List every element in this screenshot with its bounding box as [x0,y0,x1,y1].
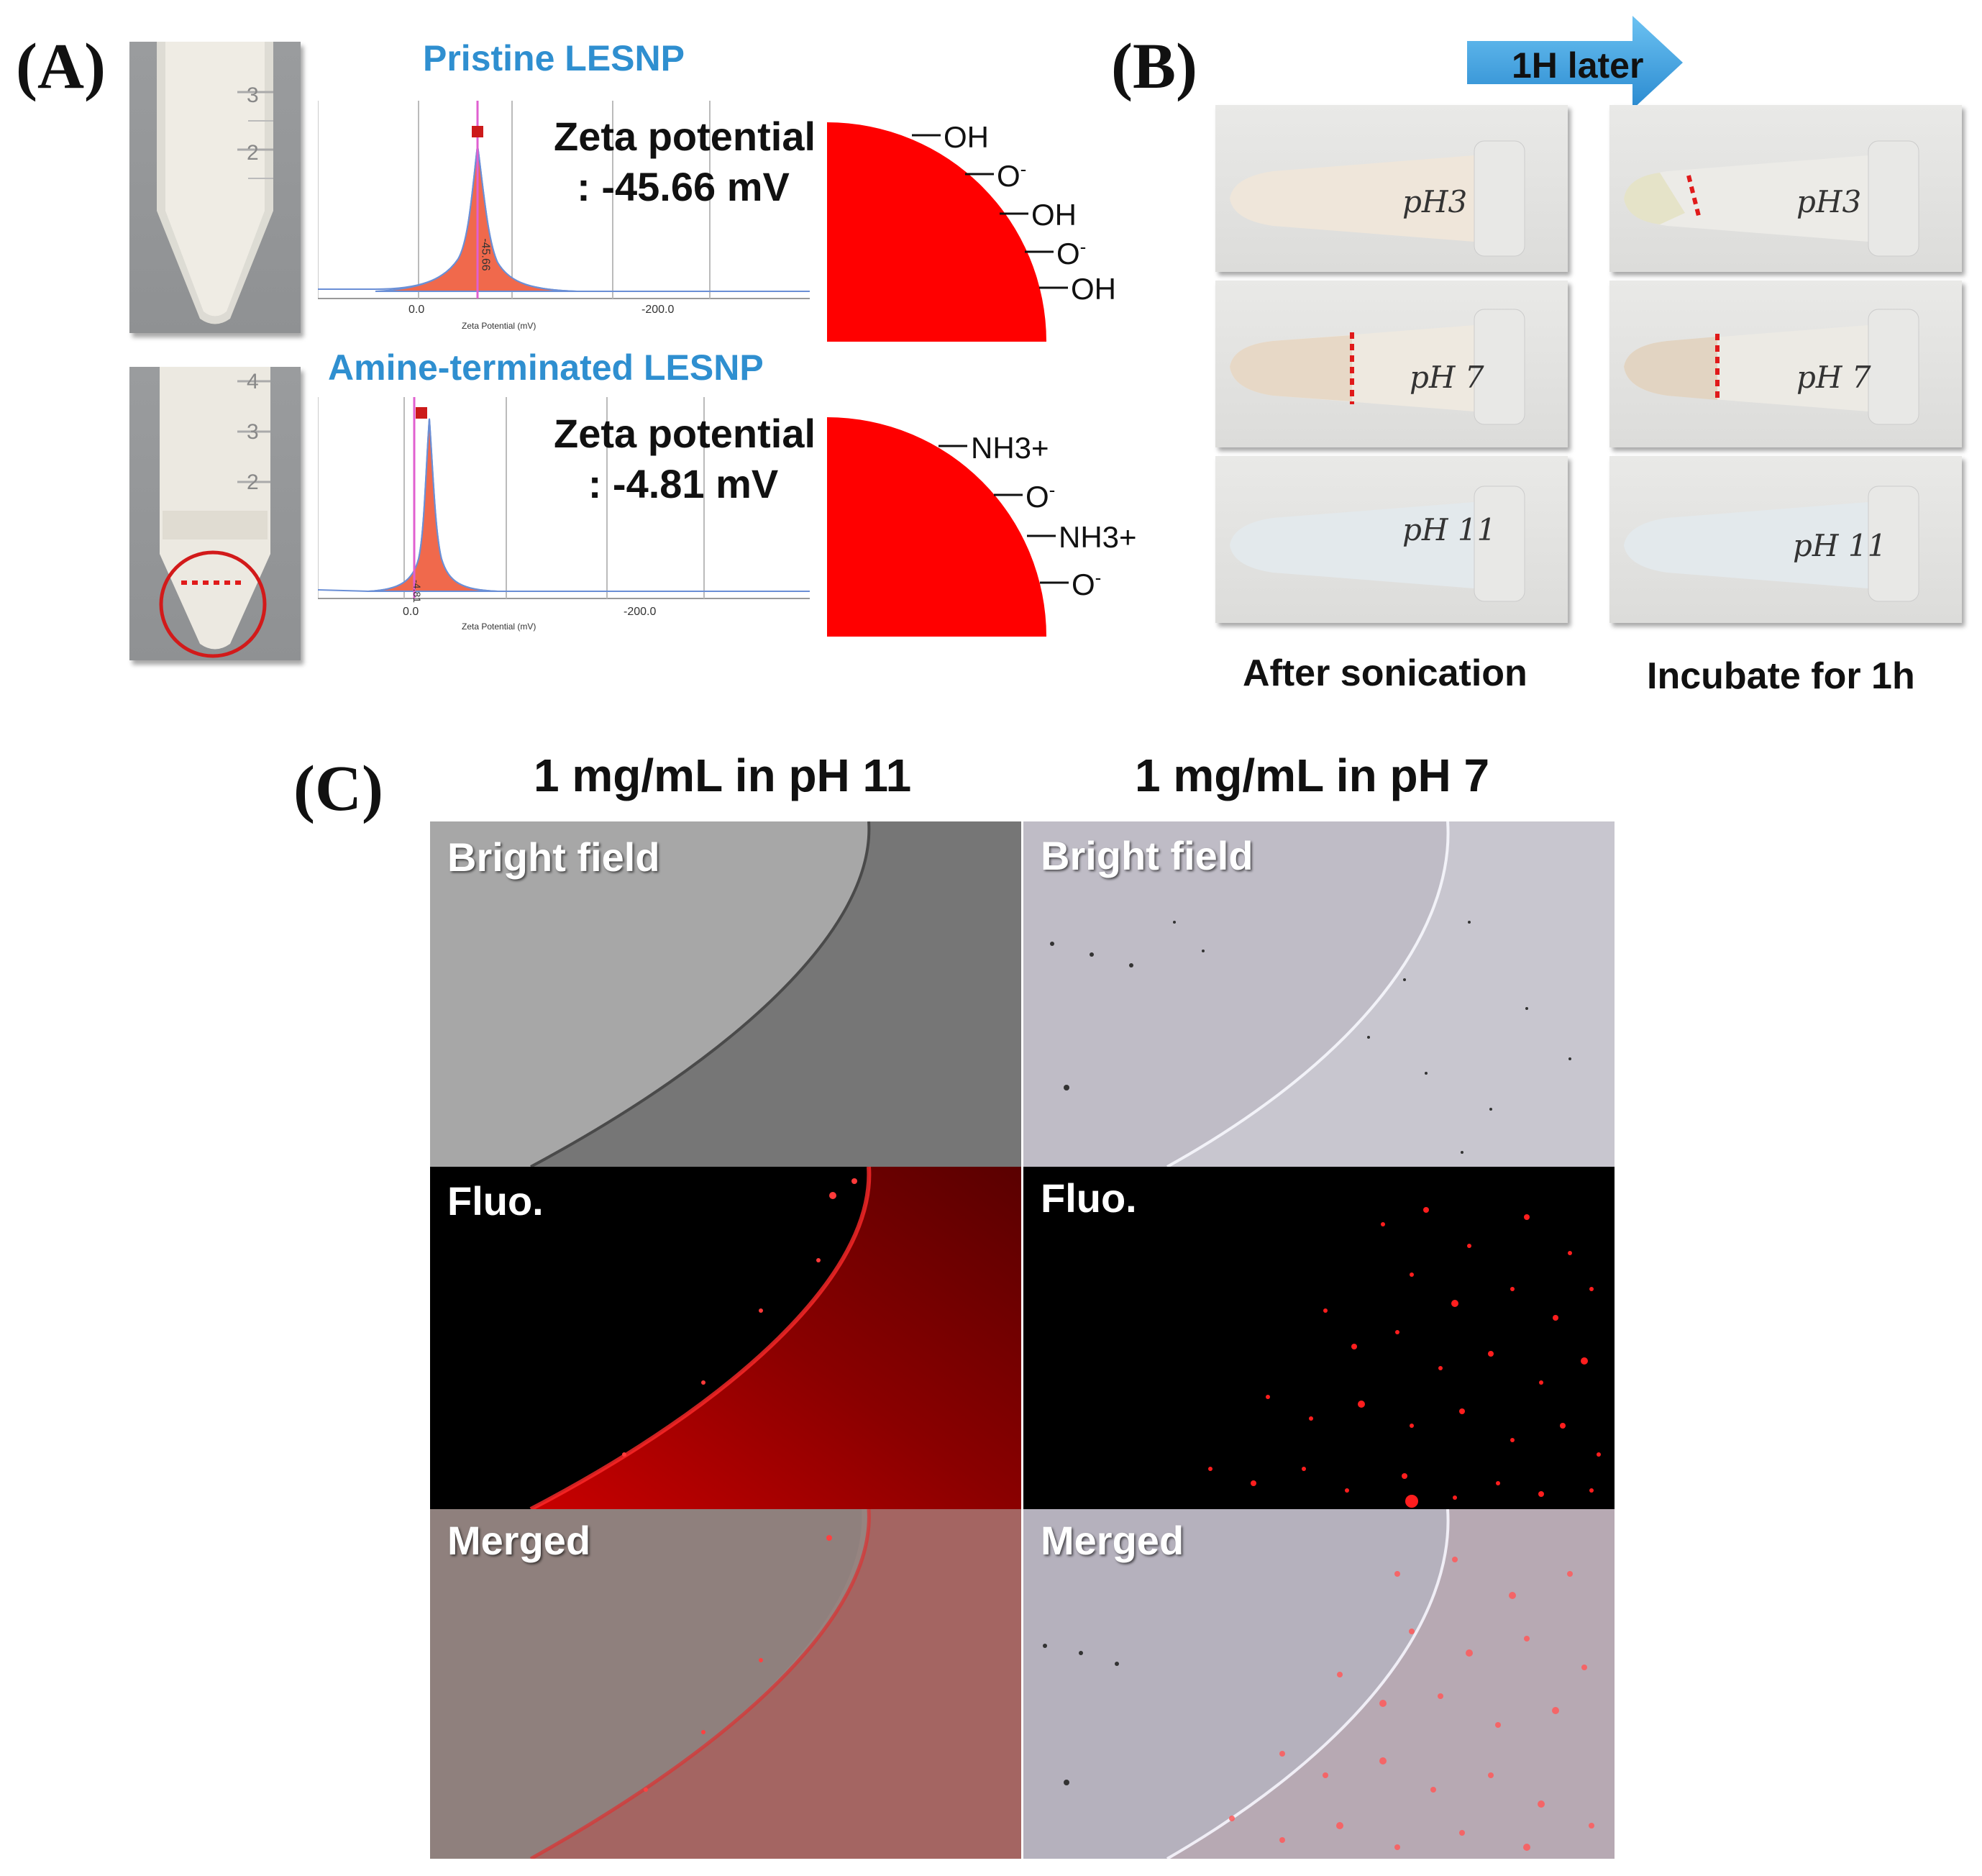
label-fluo-ph7: Fluo. [1041,1175,1137,1221]
pristine-xaxis-title: Zeta Potential (mV) [462,321,536,331]
pristine-group-1: OH [944,120,989,154]
tube-mark-2: 2 [247,141,259,165]
micro-fluo-ph7: Fluo. [1023,1167,1615,1509]
caption-after-sonication: After sonication [1243,652,1527,694]
precipitate-circle [159,550,267,658]
amine-particle: NH3+ O- NH3+ O- [827,417,1137,637]
arrow-text: 1H later [1512,45,1644,86]
amine-zeta-text: Zeta potential : -4.81 mV [554,409,816,509]
label-bright-ph11: Bright field [447,834,660,880]
label-merged-ph7: Merged [1041,1518,1184,1563]
micro-fluo-ph11: Fluo. [430,1167,1021,1509]
label-bright-ph7: Bright field [1041,833,1253,878]
amine-group-2: O- [1026,479,1056,514]
caption-incubate: Incubate for 1h [1647,655,1915,697]
tube-photo-amine: 4 3 2 [129,367,301,660]
pristine-zeta-line1: Zeta potential [554,114,816,159]
micro-bright-ph7: Bright field [1023,821,1615,1167]
amine-title: Amine-terminated LESNP [328,347,764,388]
tube-label-ph3-incubate: pH3 [1796,184,1862,219]
pristine-particle: OH O- OH O- OH [827,122,1129,342]
col-title-ph7: 1 mg/mL in pH 7 [1135,750,1490,801]
tube-ph11-after: pH 11 [1215,456,1568,623]
micro-bright-ph11: Bright field [430,821,1021,1167]
tube-label-ph3-after: pH3 [1402,184,1468,219]
pristine-group-4: O- [1056,236,1087,270]
pristine-group-2: O- [997,158,1027,193]
amine-xaxis-title: Zeta Potential (mV) [462,621,536,632]
amine-zeta-line1: Zeta potential [554,411,816,456]
amine-tick-0: 0.0 [403,606,419,618]
pristine-zeta-text: Zeta potential : -45.66 mV [554,111,816,212]
amine-group-4: O- [1072,567,1102,601]
pristine-tick-200: -200.0 [641,304,675,316]
time-arrow: 1H later [1467,16,1683,109]
label-merged-ph11: Merged [447,1518,591,1563]
panel-c-label: (C) [293,753,383,824]
tube-ph7-after: pH 7 [1215,281,1568,447]
pristine-group-3: OH [1031,198,1077,232]
pristine-zeta-line2: : -45.66 mV [577,164,790,209]
tube-ph7-incubate: pH 7 [1609,281,1962,447]
tube-mark-4: 4 [247,370,259,393]
amine-peak-label: -4.81 [411,580,423,603]
col-title-ph11: 1 mg/mL in pH 11 [534,750,912,801]
tube-label-ph11-incubate: pH 11 [1793,528,1887,563]
amine-tick-200: -200.0 [624,606,657,618]
tube-mark-3: 3 [247,83,259,107]
micro-merged-ph11: Merged [430,1509,1021,1859]
panel-b-label: (B) [1111,31,1197,102]
pristine-tick-0: 0.0 [408,304,425,316]
panel-a-label: (A) [16,31,106,102]
label-fluo-ph11: Fluo. [447,1178,544,1224]
arrow-shape-icon [1467,16,1683,109]
amine-group-1: NH3+ [971,431,1049,465]
tube-photo-pristine: 3 2 [129,42,301,333]
amine-group-3: NH3+ [1059,520,1137,554]
tube-ph3-after: pH3 [1215,105,1568,272]
tube-mark-3b: 3 [247,420,259,444]
tube-mark-2b: 2 [247,470,259,494]
zeta-chart-amine: -4.81 0.0 -200.0 Zeta Potential (mV) [317,397,810,636]
pristine-title: Pristine LESNP [423,38,685,78]
pristine-peak-label: -45.66 [479,238,492,271]
zeta-chart-pristine: -45.66 0.0 -200.0 Zeta Potential (mV) [317,101,810,338]
pristine-group-5: OH [1071,272,1116,306]
tube-label-ph11-after: pH 11 [1402,512,1497,547]
tube-ph3-incubate: pH3 [1609,105,1962,272]
micro-merged-ph7: Merged [1023,1509,1615,1859]
tube-label-ph7-after: pH 7 [1410,360,1484,395]
tube-label-ph7-incubate: pH 7 [1796,360,1871,395]
amine-zeta-line2: : -4.81 mV [588,461,779,506]
tube-ph11-incubate: pH 11 [1609,456,1962,623]
tube-drawing-pristine [157,42,273,324]
tube-drawing-amine [159,367,270,658]
